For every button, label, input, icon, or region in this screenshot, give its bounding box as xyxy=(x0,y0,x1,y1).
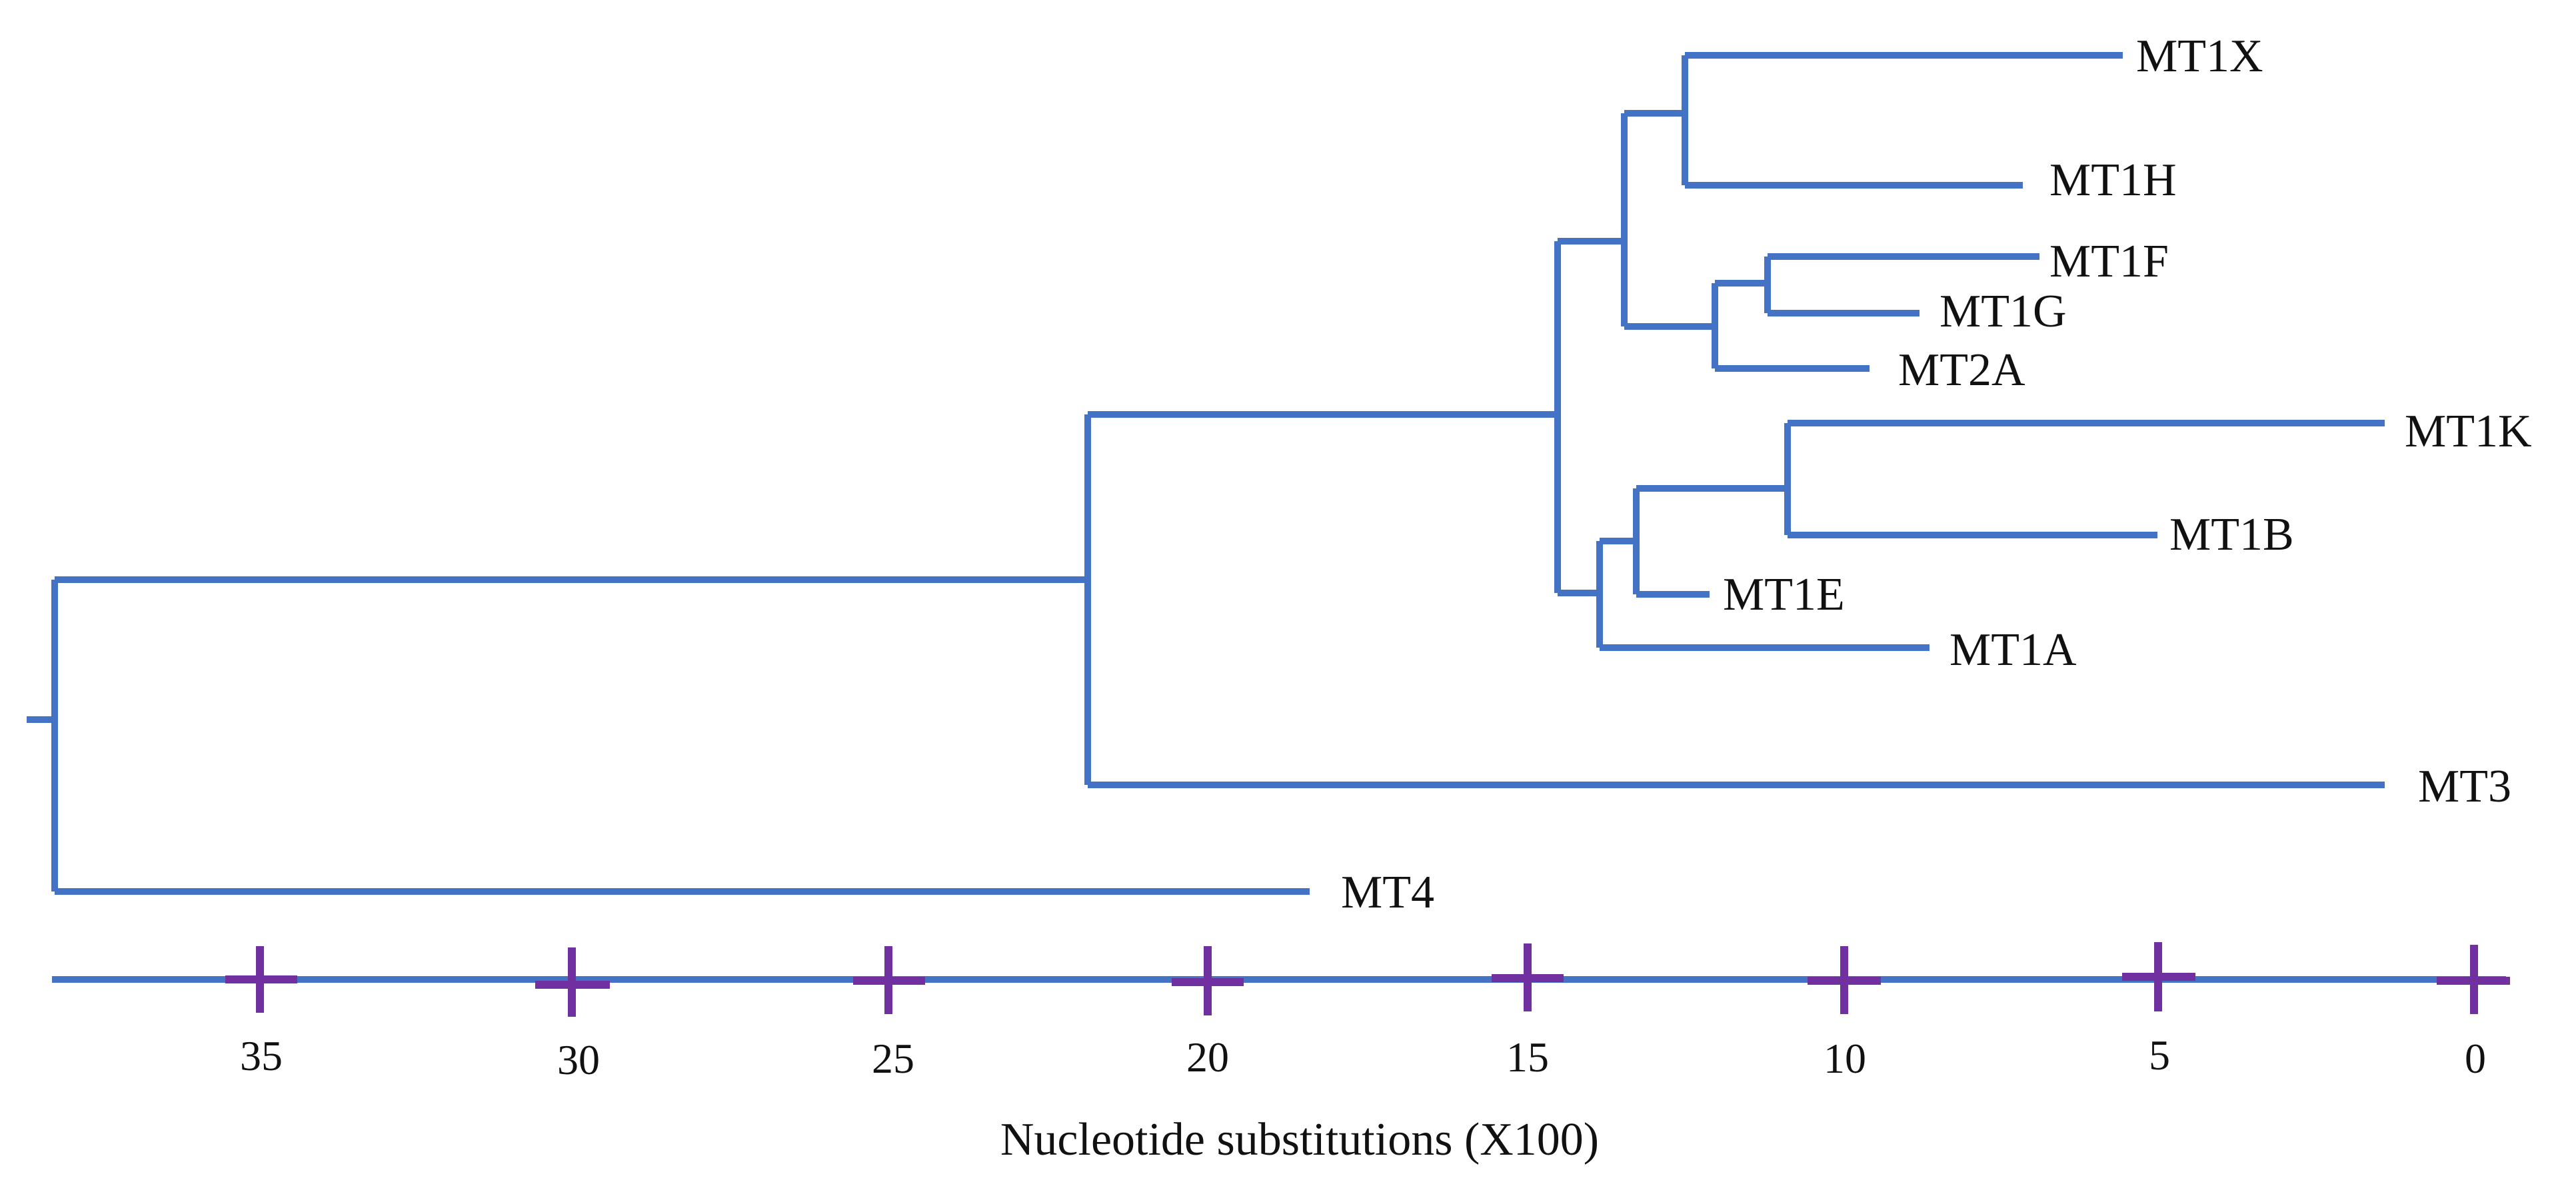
tick-marker-25 xyxy=(853,946,925,1014)
leaf-label-mt1b: MT1B xyxy=(2169,509,2294,560)
scale-axis: 35 30 25 20 15 10 5 0 Nucleotide substit… xyxy=(52,942,2510,1165)
tree-branches xyxy=(27,52,2385,895)
tick-label-20: 20 xyxy=(1186,1033,1229,1081)
tick-marker-15 xyxy=(1492,943,1564,1011)
leaf-label-mt1h: MT1H xyxy=(2049,155,2177,206)
tick-marker-35 xyxy=(225,946,297,1013)
tick-marker-20 xyxy=(1172,946,1244,1015)
leaf-label-mt1f: MT1F xyxy=(2049,236,2169,287)
leaf-label-mt1k: MT1K xyxy=(2405,406,2532,457)
leaf-label-mt2a: MT2A xyxy=(1898,344,2025,396)
tick-label-30: 30 xyxy=(557,1036,600,1083)
tick-markers xyxy=(225,942,2510,1017)
tick-marker-10 xyxy=(1808,946,1881,1014)
tick-labels: 35 30 25 20 15 10 5 0 xyxy=(240,1031,2486,1083)
leaf-labels: MT1X MT1H MT1F MT1G MT2A MT1K MT1B MT1E … xyxy=(1341,31,2532,918)
leaf-label-mt1a: MT1A xyxy=(1949,624,2077,676)
tick-label-15: 15 xyxy=(1506,1033,1549,1081)
leaf-label-mt1x: MT1X xyxy=(2136,31,2263,82)
leaf-label-mt1e: MT1E xyxy=(1723,569,1845,620)
leaf-label-mt4: MT4 xyxy=(1341,867,1434,918)
tick-label-35: 35 xyxy=(240,1032,283,1079)
tick-marker-0 xyxy=(2437,945,2510,1014)
tick-label-5: 5 xyxy=(2149,1031,2170,1079)
axis-title: Nucleotide substitutions (X100) xyxy=(1000,1114,1599,1165)
tick-label-10: 10 xyxy=(1824,1035,1866,1082)
tick-label-25: 25 xyxy=(872,1035,914,1082)
tick-label-0: 0 xyxy=(2465,1035,2486,1082)
tick-marker-30 xyxy=(535,947,610,1017)
tick-marker-5 xyxy=(2122,942,2195,1011)
leaf-label-mt3: MT3 xyxy=(2418,761,2511,812)
leaf-label-mt1g: MT1G xyxy=(1939,286,2067,337)
